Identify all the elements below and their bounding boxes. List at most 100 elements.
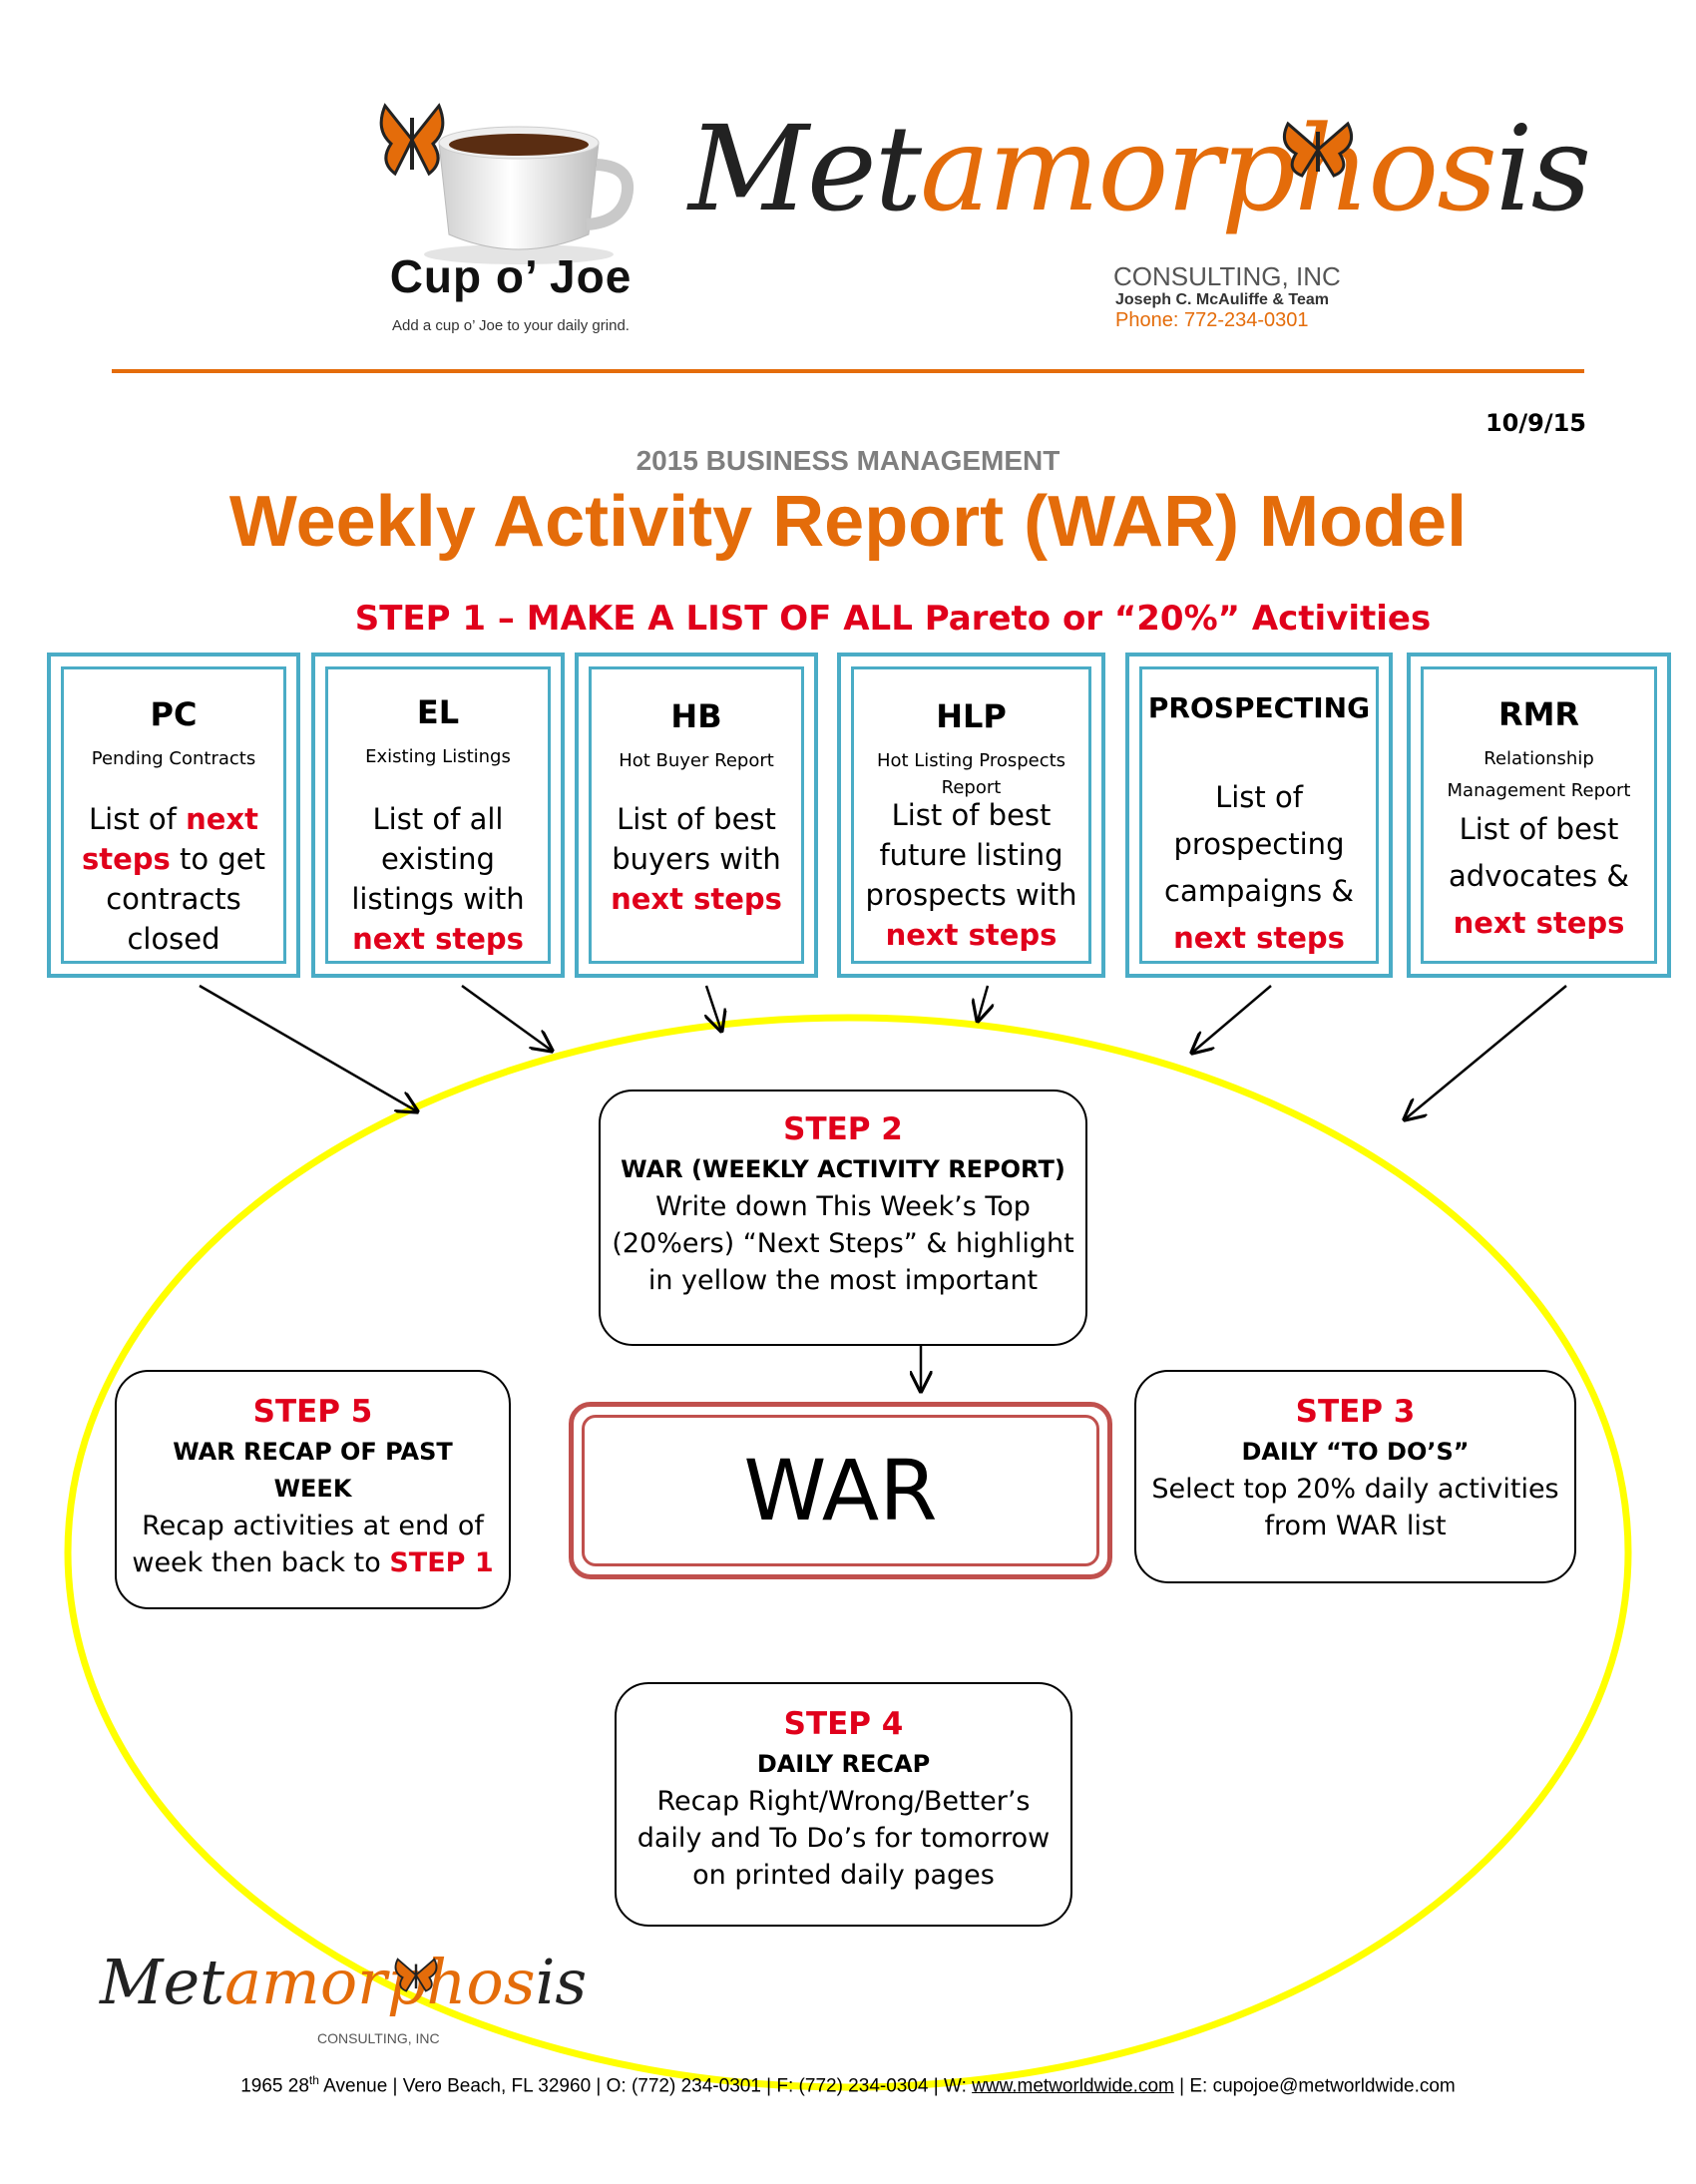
- category-description: List of best future listing prospects with…: [854, 795, 1088, 955]
- war-center-box: WAR: [569, 1402, 1112, 1579]
- arrow-pc: [199, 984, 417, 1111]
- description-text: future listing: [879, 838, 1063, 872]
- step-label: STEP 2: [783, 1111, 903, 1147]
- step-text: Select top 20% daily activities: [1151, 1474, 1559, 1505]
- description-text: List of: [89, 802, 187, 836]
- step-label: STEP 5: [252, 1394, 373, 1430]
- butterfly-icon: [379, 103, 445, 177]
- butterfly-icon: [394, 1958, 438, 1992]
- step-text: in yellow the most important: [647, 1265, 1039, 1296]
- step-label: STEP 4: [783, 1706, 904, 1742]
- step-text: week then back to STEP 1: [132, 1547, 494, 1578]
- description-text: contracts: [106, 882, 241, 916]
- step-heading: WAR (WEEKLY ACTIVITY REPORT): [621, 1155, 1065, 1183]
- step-heading: DAILY RECAP: [756, 1750, 931, 1778]
- document-subtitle: 2015 BUSINESS MANAGEMENT: [636, 445, 1060, 476]
- cup-logo-tagline: Add a cup o’ Joe to your daily grind.: [392, 317, 630, 334]
- category-abbr: RMR: [1497, 695, 1580, 733]
- next-steps-highlight: next steps: [1453, 906, 1625, 940]
- step-text: Recap activities at end of: [142, 1511, 484, 1541]
- category-box-rmr: RMR Relationship Management Report List …: [1407, 653, 1671, 978]
- step3-box: STEP 3 DAILY “TO DO’S” Select top 20% da…: [1134, 1370, 1576, 1583]
- category-box-hlp: HLP Hot Listing Prospects Report List of…: [837, 653, 1105, 978]
- step-text: Recap Right/Wrong/Better’s: [656, 1786, 1031, 1817]
- company-name: CONSULTING, INC: [1113, 261, 1341, 291]
- description-text: campaigns &: [1164, 874, 1354, 908]
- description-text: to get: [170, 842, 265, 876]
- category-description: List of best advocates & next steps: [1424, 806, 1654, 947]
- description-text: existing: [381, 842, 495, 876]
- war-label: WAR: [582, 1415, 1099, 1566]
- step-heading: WEEK: [273, 1475, 352, 1503]
- description-text: List of: [1215, 780, 1303, 814]
- butterfly-icon: [1282, 121, 1354, 178]
- category-box-hb: HB Hot Buyer Report List of best buyers w…: [575, 653, 818, 978]
- step-heading: DAILY “TO DO’S”: [1241, 1438, 1470, 1466]
- description-text: buyers with: [612, 842, 781, 876]
- step1-heading: STEP 1 – MAKE A LIST OF ALL Pareto or “2…: [354, 599, 1432, 639]
- step-text: (20%ers) “Next Steps” & highlight: [612, 1228, 1074, 1259]
- description-text: prospecting: [1173, 827, 1345, 861]
- header-divider: [112, 369, 1584, 373]
- cup-logo-title: Cup o’ Joe: [389, 250, 633, 302]
- footer-logo-script: Metamorphosis: [100, 1946, 588, 2018]
- footer-company-name: CONSULTING, INC: [317, 2030, 440, 2046]
- description-text: prospects with: [865, 878, 1077, 912]
- category-description: List of best buyers with next steps: [592, 799, 801, 919]
- description-text: List of best: [1459, 812, 1619, 846]
- next-steps-highlight: next steps: [352, 922, 524, 956]
- category-name: Report: [941, 777, 1002, 798]
- next-steps-highlight: next steps: [1173, 921, 1345, 955]
- company-team: Joseph C. McAuliffe & Team: [1115, 291, 1329, 308]
- step2-box: STEP 2 WAR (WEEKLY ACTIVITY REPORT) Writ…: [599, 1090, 1087, 1346]
- next-steps-highlight: steps: [82, 842, 171, 876]
- next-steps-highlight: next steps: [611, 882, 782, 916]
- document-date: 10/9/15: [1484, 409, 1586, 437]
- category-name: Existing Listings: [365, 746, 511, 767]
- step-heading: WAR RECAP OF PAST: [173, 1438, 453, 1466]
- cycle-ellipse: [64, 1014, 1632, 2091]
- arrow-el: [461, 984, 552, 1051]
- step-text: daily and To Do’s for tomorrow: [636, 1823, 1051, 1854]
- category-abbr: HLP: [936, 697, 1007, 735]
- description-text: List of all: [372, 802, 504, 836]
- description-text: listings with: [351, 882, 525, 916]
- category-name: Management Report: [1447, 780, 1631, 801]
- category-name: Hot Listing Prospects: [876, 750, 1066, 771]
- arrow-hlp: [978, 985, 988, 1021]
- step-text: from WAR list: [1264, 1511, 1447, 1541]
- arrow-prospecting: [1192, 985, 1272, 1053]
- description-text: List of best: [617, 802, 776, 836]
- description-text: closed: [127, 922, 220, 956]
- category-name: Relationship: [1484, 748, 1594, 769]
- category-description: List of all existing listings with next ste…: [328, 799, 548, 959]
- category-description: List of next steps to get contracts closed: [64, 799, 283, 959]
- step1-reference: STEP 1: [389, 1547, 494, 1578]
- category-description: List of prospecting campaigns & next steps: [1142, 774, 1376, 962]
- arrow-hb: [706, 985, 721, 1031]
- category-abbr: EL: [416, 693, 460, 731]
- category-abbr: PC: [150, 695, 198, 733]
- coffee-cup-icon: [424, 126, 635, 264]
- description-text: List of best: [891, 798, 1052, 832]
- step5-box: STEP 5 WAR RECAP OF PAST WEEK Recap acti…: [115, 1370, 511, 1609]
- description-text: advocates &: [1449, 859, 1629, 893]
- step-label: STEP 3: [1295, 1394, 1416, 1430]
- category-abbr: HB: [670, 697, 722, 735]
- category-box-pc: PC Pending Contracts List of next steps t…: [47, 653, 300, 978]
- arrow-rmr: [1405, 985, 1567, 1119]
- document-title: Weekly Activity Report (WAR) Model: [228, 482, 1468, 562]
- next-steps-highlight: next: [186, 802, 258, 836]
- category-name: Pending Contracts: [91, 748, 256, 769]
- category-name: Hot Buyer Report: [619, 750, 774, 771]
- website-link[interactable]: www.metworldwide.com: [972, 2075, 1174, 2097]
- step-text: on printed daily pages: [692, 1860, 995, 1891]
- company-phone: Phone: 772-234-0301: [1115, 309, 1309, 331]
- footer-address: 1965 28th Avenue | Vero Beach, FL 32960 …: [240, 2073, 1456, 2097]
- next-steps-highlight: next steps: [885, 918, 1058, 952]
- step4-box: STEP 4 DAILY RECAP Recap Right/Wrong/Bet…: [615, 1682, 1072, 1927]
- company-logo-script: Metamorphosis: [688, 100, 1591, 237]
- category-box-el: EL Existing Listings List of all existing…: [311, 653, 565, 978]
